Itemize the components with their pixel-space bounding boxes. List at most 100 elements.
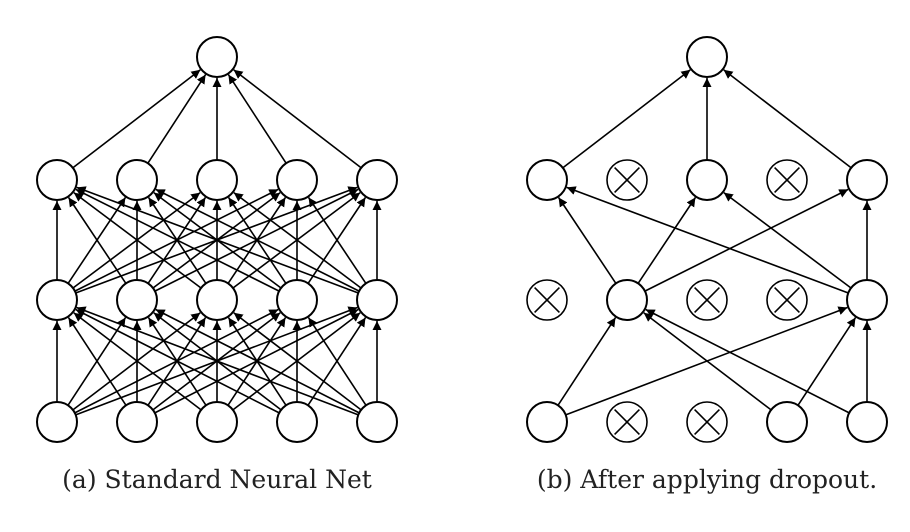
panel-a-caption: (a) Standard Neural Net [62, 465, 372, 494]
panel-b-edge-l2u0-to-l3u0 [562, 69, 691, 169]
panel-a-unit-l1u1 [116, 279, 158, 321]
panel-b-edge-l0u4-to-l1u1 [645, 308, 850, 414]
panel-a-unit-l1u0 [36, 279, 78, 321]
panel-a-unit-l2u0 [36, 159, 78, 201]
panel-a-units [36, 36, 398, 443]
panel-a-edge-l0u4-to-l1u2 [233, 312, 362, 411]
panel-a-edge-l0u4-to-l1u3 [307, 317, 367, 406]
unit-circle [846, 401, 888, 443]
unit-circle [196, 401, 238, 443]
unit-circle [36, 159, 78, 201]
unit-circle [116, 159, 158, 201]
panel-b-edge-l0u3-to-l1u1 [643, 312, 772, 411]
panel-a-edge-l0u2-to-l1u0 [73, 312, 202, 411]
panel-b-unit-l3u0 [686, 36, 728, 78]
panel-b-dropped-unit-l2u3 [766, 159, 808, 201]
unit-circle [276, 401, 318, 443]
dropout-panel: (b) After applying dropout. [526, 36, 888, 494]
panel-a-unit-l0u0 [36, 401, 78, 443]
panel-a-unit-l0u1 [116, 401, 158, 443]
panel-a-connections [52, 69, 382, 416]
panel-a-edge-l0u4-to-l1u0 [76, 306, 359, 416]
unit-circle [356, 279, 398, 321]
panel-a-unit-l2u1 [116, 159, 158, 201]
panel-a-unit-l0u3 [276, 401, 318, 443]
panel-a-edge-l0u4-to-l1u1 [155, 308, 360, 414]
panel-b-unit-l2u2 [686, 159, 728, 201]
panel-b-edge-l0u0-to-l1u1 [557, 317, 617, 406]
panel-b-caption: (b) After applying dropout. [537, 465, 877, 494]
panel-b-edge-l2u4-to-l3u0 [723, 69, 852, 169]
panel-a-edge-l0u3-to-l1u0 [75, 308, 280, 414]
panel-a-edge-l1u3-to-l2u0 [75, 188, 280, 292]
unit-circle [526, 159, 568, 201]
panel-a-edge-l1u1-to-l2u0 [67, 197, 127, 284]
panel-b-units [526, 36, 888, 443]
cross-mark-icon [774, 167, 800, 193]
panel-b-dropped-unit-l1u2 [686, 279, 728, 321]
panel-a-unit-l2u4 [356, 159, 398, 201]
panel-a-unit-l2u3 [276, 159, 318, 201]
panel-b-connections [557, 69, 872, 416]
cross-mark-icon [614, 167, 640, 193]
panel-a-edge-l1u4-to-l2u2 [233, 191, 362, 289]
unit-circle [356, 159, 398, 201]
panel-b-unit-l0u4 [846, 401, 888, 443]
cross-mark-icon [774, 287, 800, 313]
panel-b-edge-l1u4-to-l2u0 [566, 186, 849, 294]
panel-b-unit-l0u0 [526, 401, 568, 443]
unit-circle [846, 159, 888, 201]
panel-b-edge-l1u1-to-l2u4 [644, 188, 849, 292]
panel-a-unit-l1u4 [356, 279, 398, 321]
cross-mark-icon [694, 409, 720, 435]
panel-b-edge-l1u1-to-l2u0 [557, 197, 617, 284]
panel-b-dropped-unit-l0u1 [606, 401, 648, 443]
unit-circle [196, 159, 238, 201]
panel-b-dropped-unit-l0u2 [686, 401, 728, 443]
unit-circle [36, 279, 78, 321]
panel-a-edge-l2u1-to-l3u0 [147, 74, 207, 164]
panel-b-unit-l2u4 [846, 159, 888, 201]
panel-a-edge-l1u4-to-l2u1 [155, 188, 360, 292]
unit-circle [116, 279, 158, 321]
panel-b-edge-l1u4-to-l2u2 [723, 191, 852, 289]
unit-circle [766, 401, 808, 443]
panel-a-unit-l0u4 [356, 401, 398, 443]
panel-a-edge-l0u1-to-l1u0 [67, 317, 127, 406]
cross-mark-icon [694, 287, 720, 313]
panel-a-unit-l1u2 [196, 279, 238, 321]
unit-circle [196, 36, 238, 78]
unit-circle [526, 401, 568, 443]
panel-b-unit-l0u3 [766, 401, 808, 443]
cross-mark-icon [534, 287, 560, 313]
panel-b-unit-l1u1 [606, 279, 648, 321]
panel-b-dropped-unit-l2u1 [606, 159, 648, 201]
unit-circle [116, 401, 158, 443]
unit-circle [276, 159, 318, 201]
cross-mark-icon [614, 409, 640, 435]
unit-circle [606, 279, 648, 321]
standard-neural-net-panel: (a) Standard Neural Net [36, 36, 398, 494]
unit-circle [686, 36, 728, 78]
panel-a-unit-l1u3 [276, 279, 318, 321]
panel-b-dropped-unit-l1u3 [766, 279, 808, 321]
panel-a-unit-l2u2 [196, 159, 238, 201]
panel-a-edge-l1u2-to-l2u0 [73, 191, 202, 289]
panel-b-unit-l2u0 [526, 159, 568, 201]
panel-a-edge-l2u4-to-l3u0 [233, 69, 362, 169]
unit-circle [196, 279, 238, 321]
panel-a-edge-l2u3-to-l3u0 [227, 74, 287, 164]
panel-b-edge-l0u3-to-l1u4 [797, 317, 857, 406]
panel-a-edge-l1u4-to-l2u0 [76, 186, 359, 294]
unit-circle [36, 401, 78, 443]
unit-circle [276, 279, 318, 321]
unit-circle [686, 159, 728, 201]
panel-a-edge-l1u4-to-l2u3 [307, 197, 367, 284]
panel-a-edge-l2u0-to-l3u0 [72, 69, 201, 169]
panel-b-unit-l1u4 [846, 279, 888, 321]
panel-b-dropped-unit-l1u0 [526, 279, 568, 321]
panel-b-edge-l1u1-to-l2u2 [637, 197, 697, 284]
panel-a-unit-l0u2 [196, 401, 238, 443]
unit-circle [846, 279, 888, 321]
